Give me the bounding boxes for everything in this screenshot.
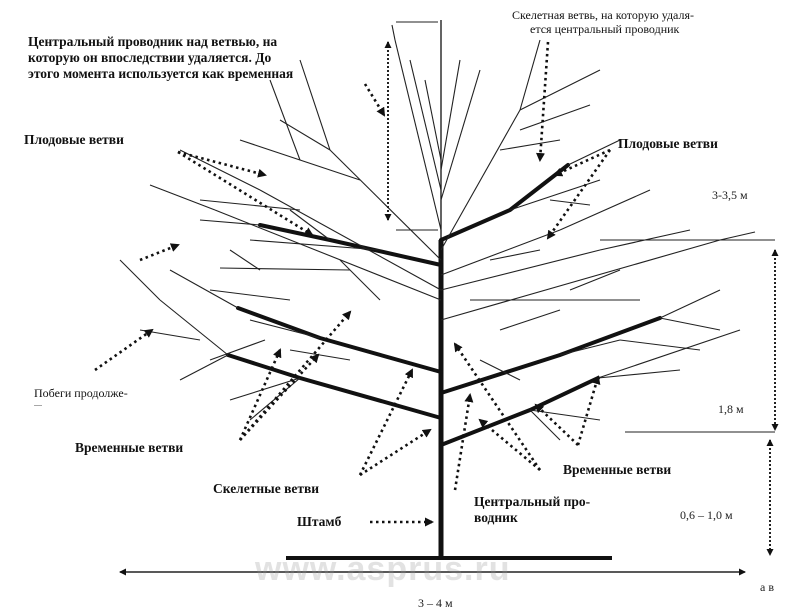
label-line: ется центральный проводник — [530, 22, 680, 37]
label-fruit-branches-right: Плодовые ветви — [618, 136, 718, 151]
label-temporary-left: Временные ветви — [75, 440, 184, 455]
label-temporary-right: Временные ветви — [563, 462, 672, 477]
label-central-leader-top: Центральный проводник над ветвью, на кот… — [28, 34, 293, 82]
label-skeletal-bottom: Скелетные ветви — [213, 481, 320, 496]
label-line: Центральный про- — [474, 494, 591, 509]
dimension-middle: 1,8 м — [718, 402, 744, 416]
label-skeletal-branch-top: Скелетная ветвь, на которую удаля- ется … — [512, 8, 694, 36]
label-line: Побеги продолже- — [34, 386, 128, 400]
label-line: .... — [34, 399, 42, 409]
watermark: www.asprus.ru — [255, 550, 511, 588]
thin-branches — [119, 24, 756, 441]
label-line: Скелетная ветвь, на которую удаля- — [512, 8, 694, 22]
dimension-lower: 0,6 – 1,0 м — [680, 508, 733, 522]
label-trunk: Штамб — [297, 514, 342, 529]
label-line: которую он впоследствии удаляется. До — [28, 49, 272, 65]
label-central-bottom: Центральный про- водник — [474, 494, 590, 526]
label-shoots-continuation: Побеги продолже- .... — [34, 386, 128, 408]
dimension-width: 3 – 4 м — [418, 596, 453, 610]
skeletal-branches — [226, 163, 662, 447]
dimension-ab: а в — [760, 580, 774, 594]
dimension-crown-top: 3-3,5 м — [712, 188, 748, 202]
pointer-arrows — [94, 41, 612, 527]
label-fruit-branches-left: Плодовые ветви — [24, 132, 124, 147]
label-line: этого момента используется как временная — [28, 65, 294, 81]
dimension-lines — [119, 21, 779, 576]
label-line: водник — [474, 509, 518, 525]
label-line: Центральный проводник над ветвью, на — [28, 34, 278, 49]
